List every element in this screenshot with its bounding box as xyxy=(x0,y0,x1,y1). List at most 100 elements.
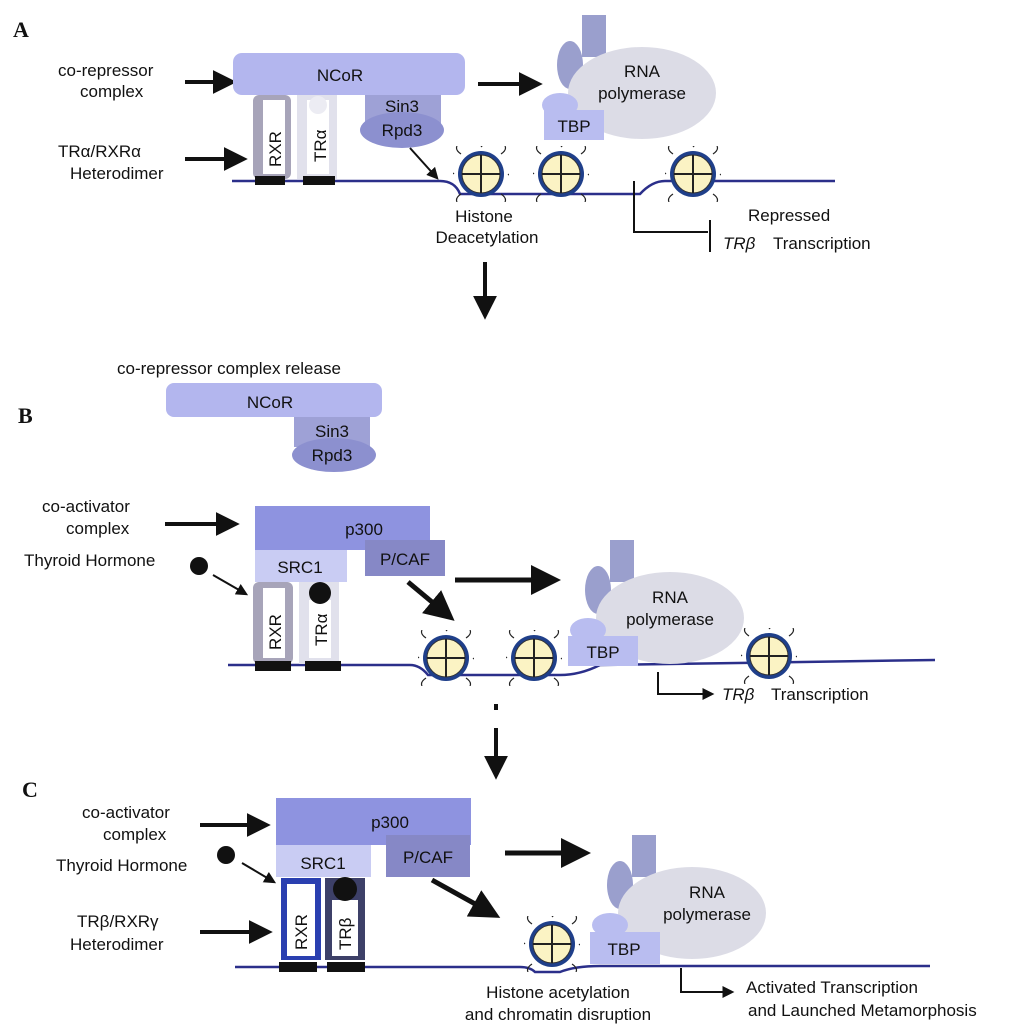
rxr-label: RXR xyxy=(266,614,285,650)
rxr-box xyxy=(263,100,285,174)
ncor-label: NCoR xyxy=(247,393,293,412)
response-element xyxy=(279,962,317,972)
src1-block xyxy=(276,845,371,877)
response-element xyxy=(255,176,285,185)
rxr-box xyxy=(263,588,285,658)
tr-label: TRα xyxy=(312,613,331,646)
src1-label: SRC1 xyxy=(277,558,322,577)
ncor-label: NCoR xyxy=(317,66,363,85)
rpd3-block xyxy=(292,438,376,472)
rpd3-label: Rpd3 xyxy=(312,446,353,465)
nucleosome xyxy=(665,146,721,202)
p300-label: p300 xyxy=(371,813,409,832)
activated-label-2: and Launched Metamorphosis xyxy=(748,1001,977,1020)
panel-b: co-repressor complex release B NCoR Sin3… xyxy=(18,359,936,780)
panel-b-letter: B xyxy=(18,403,33,428)
acetylation-label-2: and chromatin disruption xyxy=(465,1005,651,1024)
arrow-to-histone xyxy=(430,877,501,918)
tbp-block xyxy=(568,636,638,666)
sin3-label: Sin3 xyxy=(385,97,419,116)
arrow-to-histone xyxy=(406,580,455,621)
hormone-label: Thyroid Hormone xyxy=(24,551,155,570)
rpd3-label: Rpd3 xyxy=(382,121,423,140)
arrow-to-histone xyxy=(409,147,439,180)
nucleosome xyxy=(453,146,509,202)
deacetylation-label-2: Deacetylation xyxy=(435,228,538,247)
heterodimer-label: TRβ/RXRγ xyxy=(77,912,159,931)
pcaf-label: P/CAF xyxy=(403,848,453,867)
deacetylation-label: Histone xyxy=(455,207,513,226)
rna-pol-label-2: polymerase xyxy=(626,610,714,629)
ncor-block xyxy=(233,53,465,95)
tr-label: TRα xyxy=(311,129,330,162)
rxr-label: RXR xyxy=(266,131,285,167)
tr-ligand-site xyxy=(309,96,327,114)
pcaf-label: P/CAF xyxy=(380,550,430,569)
response-element-2 xyxy=(327,962,365,972)
tbp-label: TBP xyxy=(557,117,590,136)
src1-block xyxy=(255,550,347,582)
panel-a: A co-repressor complex TRα/RXRα Heterodi… xyxy=(13,15,871,320)
transcription-arrow xyxy=(680,968,735,998)
coactivator-label-2: complex xyxy=(66,519,130,538)
arrow-hormone-to-receptor xyxy=(241,862,277,884)
src1-label: SRC1 xyxy=(300,854,345,873)
rna-pol-label-2: polymerase xyxy=(598,84,686,103)
repressed-label: Repressed xyxy=(748,206,830,225)
coactivator-label: co-activator xyxy=(42,497,130,516)
heterodimer-label-2: Heterodimer xyxy=(70,164,164,183)
gene-label: TRβ xyxy=(722,685,755,704)
arrow-hormone-to-receptor xyxy=(212,574,249,596)
rna-pol-label: RNA xyxy=(689,883,726,902)
panel-c: C co-activator complex Thyroid Hormone T… xyxy=(22,777,977,1024)
bound-hormone xyxy=(333,877,357,901)
panel-c-letter: C xyxy=(22,777,38,802)
rxr-label: RXR xyxy=(292,914,311,950)
transcription-label: Transcription xyxy=(771,685,869,704)
acetylation-label: Histone acetylation xyxy=(486,983,630,1002)
p300-label: p300 xyxy=(345,520,383,539)
tbp-label: TBP xyxy=(607,940,640,959)
rxr-box xyxy=(287,884,315,956)
rna-pol-label-2: polymerase xyxy=(663,905,751,924)
thyroid-hormone xyxy=(217,846,235,864)
nucleosome xyxy=(524,916,580,972)
pcaf-block xyxy=(365,540,445,576)
heterodimer-label: TRα/RXRα xyxy=(58,142,141,161)
tr-box xyxy=(332,900,358,956)
response-element-2 xyxy=(303,176,335,185)
heterodimer-label-2: Heterodimer xyxy=(70,935,164,954)
gene-label: TRβ xyxy=(723,234,756,253)
ncor-block xyxy=(166,383,382,417)
thyroid-hormone xyxy=(190,557,208,575)
panel-a-letter: A xyxy=(13,17,29,42)
transcription-arrow xyxy=(657,672,715,700)
nucleosome xyxy=(506,630,562,686)
release-label: co-repressor complex release xyxy=(117,359,341,378)
tr-label: TRβ xyxy=(336,917,355,950)
rna-pol-label: RNA xyxy=(624,62,661,81)
dna-strand xyxy=(235,964,930,974)
coactivator-label: co-activator xyxy=(82,803,170,822)
transcription-label: Transcription xyxy=(773,234,871,253)
nucleosome xyxy=(533,146,589,202)
response-element xyxy=(255,661,291,671)
dna-strand xyxy=(228,658,936,677)
sin3-label: Sin3 xyxy=(315,422,349,441)
response-element-2 xyxy=(305,661,341,671)
pcaf-block xyxy=(386,835,470,877)
nucleosome xyxy=(741,628,797,684)
rna-pol-label: RNA xyxy=(652,588,689,607)
tbp-block xyxy=(590,932,660,964)
coactivator-label-2: complex xyxy=(103,825,167,844)
repression-line xyxy=(633,181,708,233)
rpd3-block xyxy=(360,112,444,148)
tr-box xyxy=(309,600,331,658)
tbp-block xyxy=(544,110,604,140)
corepressor-label: co-repressor xyxy=(58,61,154,80)
tr-box xyxy=(307,100,329,174)
activated-label: Activated Transcription xyxy=(746,978,918,997)
tbp-label: TBP xyxy=(586,643,619,662)
nucleosome xyxy=(418,630,474,686)
